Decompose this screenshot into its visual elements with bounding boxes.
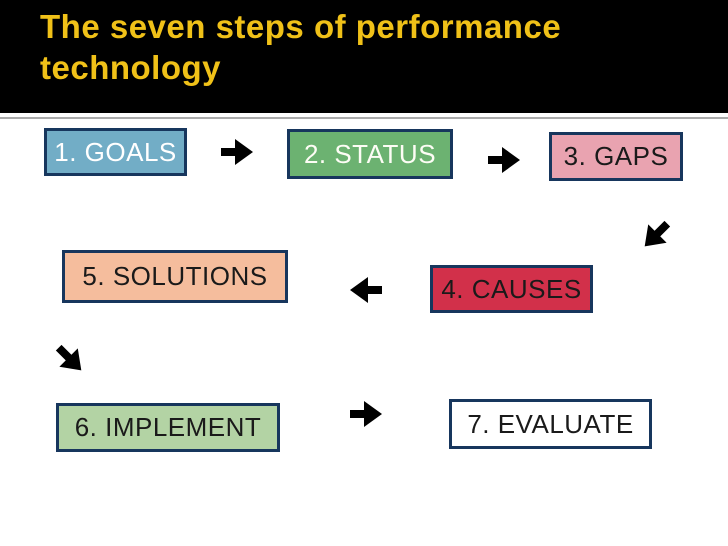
step-box-evaluate: 7. EVALUATE	[449, 399, 652, 449]
step-label-implement: 6. IMPLEMENT	[74, 412, 262, 442]
slide-header: The seven steps of performance technolog…	[0, 0, 728, 113]
step-box-causes: 4. CAUSES	[430, 265, 593, 313]
step-label-goals: 1. GOALS	[54, 136, 177, 167]
slide-title-line-1: The seven steps of performance	[40, 8, 562, 45]
step-box-implement: 6. IMPLEMENT	[56, 403, 280, 452]
arrow-gaps-to-causes-icon	[634, 213, 678, 257]
arrow-implement-to-evaluate-icon	[349, 400, 383, 428]
step-label-gaps: 3. GAPS	[563, 141, 669, 171]
step-label-solutions: 5. SOLUTIONS	[82, 261, 268, 291]
step-box-gaps: 3. GAPS	[549, 132, 683, 181]
arrow-solutions-to-implement-icon	[48, 337, 92, 381]
step-label-causes: 4. CAUSES	[441, 273, 582, 304]
slide-title-line-2: technology	[40, 49, 222, 86]
header-divider-line	[0, 117, 728, 119]
arrow-causes-to-solutions-icon	[349, 276, 383, 304]
step-box-goals: 1. GOALS	[44, 128, 187, 176]
step-box-status: 2. STATUS	[287, 129, 453, 179]
slide-title: The seven steps of performance technolog…	[40, 6, 698, 88]
step-box-solutions: 5. SOLUTIONS	[62, 250, 288, 303]
arrow-goals-to-status-icon	[220, 138, 254, 166]
step-label-status: 2. STATUS	[303, 138, 437, 169]
step-label-evaluate: 7. EVALUATE	[467, 408, 634, 439]
arrow-status-to-gaps-icon	[487, 146, 521, 174]
